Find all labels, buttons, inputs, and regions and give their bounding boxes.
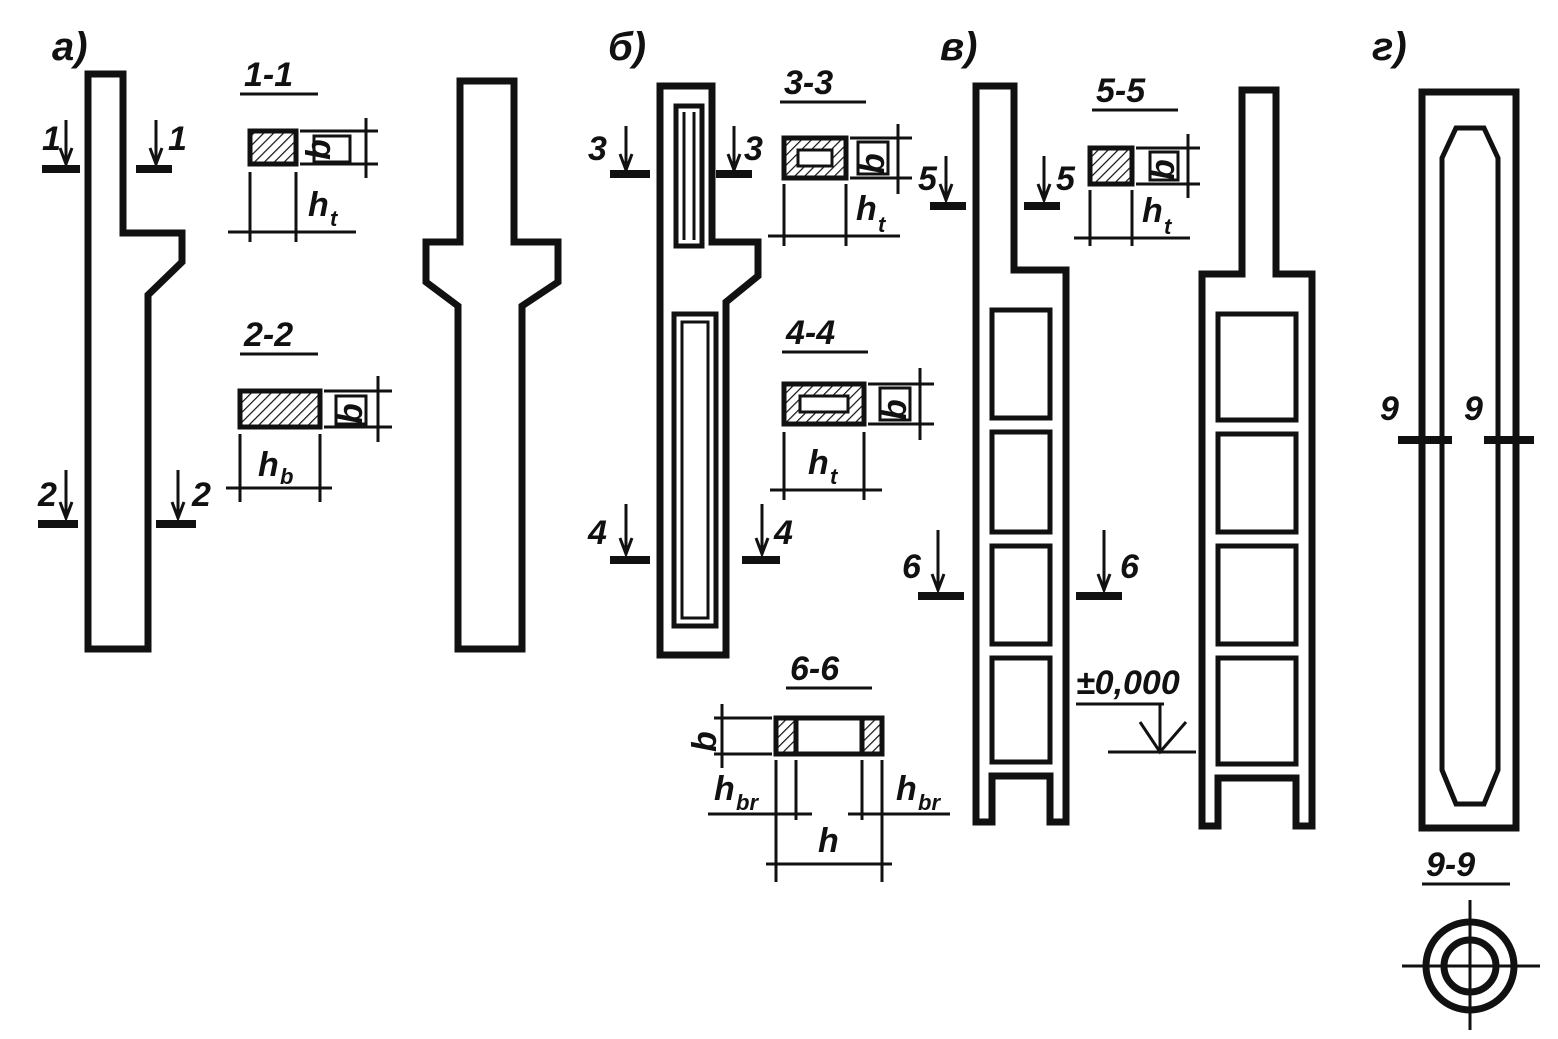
section-title-4-4: 4-4 — [785, 314, 835, 352]
panel-a: а) 1 1 2 2 1 — [37, 25, 562, 653]
cut-mark-2-right: 2 — [156, 470, 211, 528]
svg-text:b: b — [1144, 159, 1182, 180]
cut-mark-3-left: 3 — [588, 126, 650, 178]
cut-mark-1-right: 1 — [136, 120, 187, 173]
section-title-6-6: 6-6 — [790, 650, 840, 688]
svg-text:t: t — [1164, 214, 1173, 239]
section-2-2: 2-2 b h b — [226, 316, 392, 502]
ring-column-outline — [1418, 88, 1520, 832]
svg-text:1: 1 — [168, 120, 187, 158]
elevation-mark: ±0,000 — [1076, 664, 1196, 755]
section-title-5-5: 5-5 — [1096, 72, 1146, 110]
svg-text:b: b — [876, 399, 914, 420]
elevation-label: ±0,000 — [1076, 664, 1180, 702]
svg-text:t: t — [330, 206, 339, 231]
cut-mark-4-left: 4 — [587, 504, 650, 564]
svg-text:2: 2 — [37, 476, 57, 514]
section-title-9-9: 9-9 — [1426, 846, 1475, 884]
dim-ht-1-1: h — [308, 186, 329, 224]
cut-mark-5-right: 5 — [1024, 156, 1076, 210]
svg-text:b: b — [332, 403, 370, 424]
section-5-5: 5-5 b h t — [1074, 72, 1200, 246]
cut-mark-2-left: 2 — [37, 470, 78, 528]
section-1-1-shape — [247, 128, 299, 167]
cut-mark-5-left: 5 — [918, 156, 966, 210]
panel-v: в) 5 5 6 6 — [902, 25, 1316, 830]
svg-text:h: h — [856, 190, 877, 228]
hollow-column-outline — [656, 82, 762, 659]
svg-text:t: t — [878, 212, 887, 237]
svg-text:1: 1 — [42, 120, 61, 158]
ring-column-inner-cavity — [1439, 125, 1501, 807]
dim-hb-2-2: h — [258, 446, 279, 484]
svg-text:6: 6 — [1120, 548, 1140, 586]
cut-mark-9-right: 9 — [1464, 390, 1534, 444]
panel-b: б) 3 3 4 — [587, 25, 950, 882]
svg-text:t: t — [830, 464, 839, 489]
section-1-1: 1-1 b h t — [228, 56, 378, 242]
cut-mark-6-left: 6 — [902, 530, 964, 600]
svg-text:b: b — [686, 731, 724, 752]
svg-text:2: 2 — [191, 476, 211, 514]
section-6-6: 6-6 b h br h br h — [686, 650, 950, 882]
svg-text:h: h — [1142, 192, 1163, 230]
two-branch-column-outline — [972, 82, 1070, 826]
stepped-column-outline — [84, 70, 186, 653]
section-title-2-2: 2-2 — [243, 316, 293, 354]
svg-text:b: b — [854, 153, 892, 174]
svg-text:3: 3 — [588, 130, 607, 168]
upper-opening — [673, 103, 705, 249]
cut-mark-3-right: 3 — [716, 126, 763, 178]
cut-mark-9-left: 9 — [1380, 390, 1452, 444]
section-3-3: 3-3 b h t — [768, 64, 912, 246]
svg-text:9: 9 — [1380, 390, 1399, 428]
panel-g: г) 9 9 9-9 — [1372, 25, 1540, 1030]
svg-text:4: 4 — [773, 514, 793, 552]
section-5-5-shape — [1087, 145, 1135, 187]
svg-text:h: h — [808, 444, 829, 482]
symmetric-column-outline — [422, 77, 562, 653]
svg-text:br: br — [736, 790, 759, 815]
svg-text:h: h — [714, 770, 735, 808]
svg-text:br: br — [918, 790, 941, 815]
svg-text:b: b — [280, 464, 293, 489]
svg-text:9: 9 — [1464, 390, 1483, 428]
svg-text:5: 5 — [1056, 160, 1076, 198]
section-title-1-1: 1-1 — [244, 56, 293, 94]
cut-mark-4-right: 4 — [742, 504, 793, 564]
svg-text:h: h — [896, 770, 917, 808]
panel-label-b: б) — [608, 25, 646, 69]
dim-b-1-1: b — [300, 139, 338, 160]
cut-mark-1-left: 1 — [42, 120, 80, 173]
svg-text:5: 5 — [918, 160, 938, 198]
section-9-9: 9-9 — [1402, 846, 1540, 1030]
section-4-4: 4-4 b h t — [770, 314, 934, 500]
two-branch-column-outline-2 — [1198, 86, 1316, 830]
panel-label-g: г) — [1372, 25, 1407, 69]
svg-text:3: 3 — [744, 130, 763, 168]
section-title-3-3: 3-3 — [784, 64, 833, 102]
cut-mark-6-right: 6 — [1076, 530, 1140, 600]
svg-text:4: 4 — [587, 514, 607, 552]
lower-opening — [671, 311, 719, 629]
dim-h-6-6: h — [818, 822, 839, 860]
svg-text:6: 6 — [902, 548, 922, 586]
panel-label-a: а) — [52, 25, 88, 69]
section-2-2-shape — [237, 388, 323, 430]
panel-label-v: в) — [940, 25, 977, 69]
